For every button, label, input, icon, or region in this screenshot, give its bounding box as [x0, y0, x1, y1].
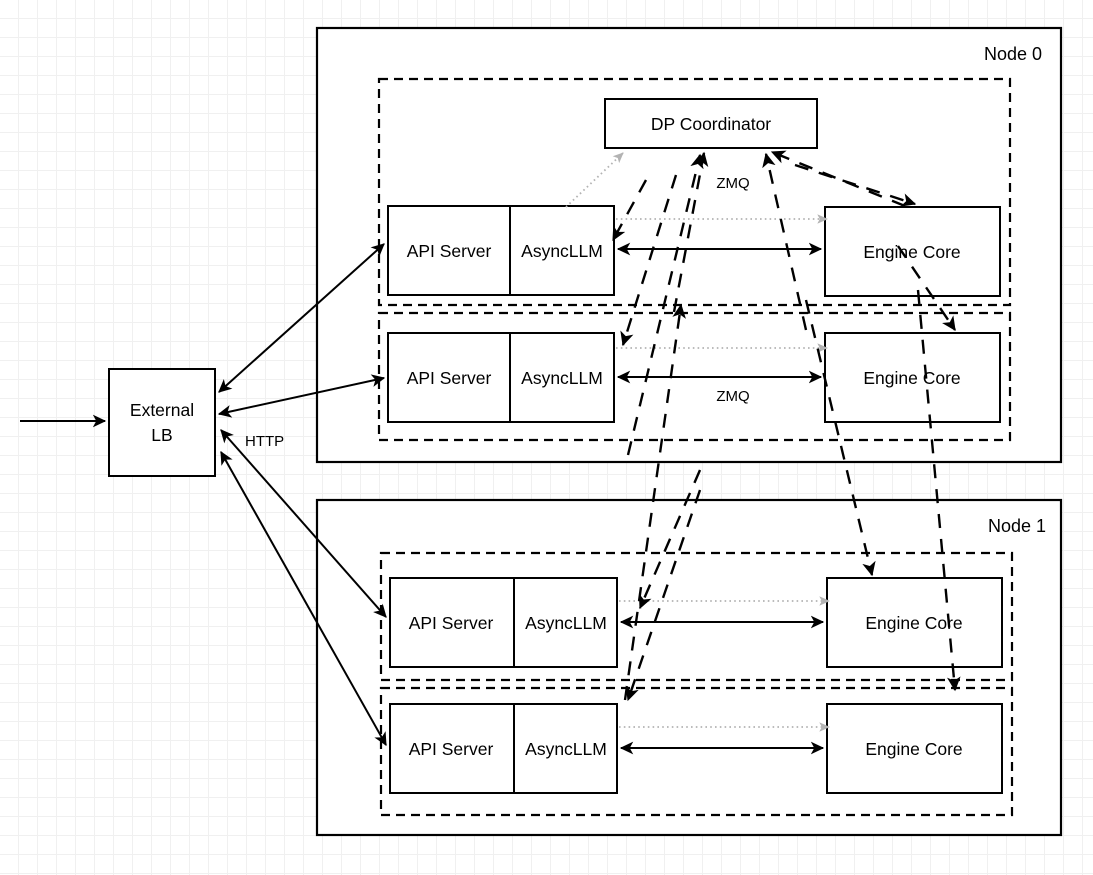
node-1-group-0-container	[379, 551, 1014, 682]
external-lb-label-line1: External	[130, 400, 194, 420]
node-1-label: Node 1	[988, 516, 1046, 536]
edge-dashed-coordinator-to-node0-group0-engine	[794, 163, 917, 207]
node-0-label: Node 0	[984, 44, 1042, 64]
edge-dashed-coordinator-to-node1-group1-engine	[916, 289, 961, 692]
node-1-group-0-engine-core-box[interactable]	[826, 577, 1003, 668]
node-0-group-0-asyncllm-label: AsyncLLM	[521, 241, 603, 261]
edge-dashed-coordinator-to-node1-group0-asyncllm	[638, 469, 702, 610]
node-0-group-1-api-server-label: API Server	[407, 368, 492, 388]
external-lb-box[interactable]	[108, 368, 216, 477]
zmq-label-node0-group0: ZMQ	[716, 175, 749, 192]
zmq-label-node0-group1: ZMQ	[716, 388, 749, 405]
edge-dashed-coordinator-to-node0-group0-asyncllm	[611, 179, 648, 242]
node-1-group-1-asyncllm-label: AsyncLLM	[525, 739, 607, 759]
edge-dotted-asyncllm-to-dp-coordinator	[565, 152, 624, 208]
node-1-group-1-server-box[interactable]	[389, 703, 618, 794]
edge-dashed-node0-group1-asyncllm-to-coordinator	[672, 151, 709, 313]
dp-coordinator-box[interactable]	[604, 98, 818, 149]
edge-dashed-coordinator-to-node0-group1-engine	[897, 245, 956, 332]
edge-lb-to-node0-group0-api-server	[218, 243, 385, 393]
node-0-group-1-server-box[interactable]	[387, 332, 615, 423]
node-0-group-1-asyncllm-label: AsyncLLM	[521, 368, 603, 388]
edge-dashed-coordinator-to-node0-group1-asyncllm	[620, 174, 678, 347]
node-0-group-0-engine-core-box[interactable]	[824, 206, 1001, 297]
node-0-group-0-container	[377, 77, 1012, 307]
http-label: HTTP	[245, 433, 284, 450]
edge-dashed-node1-group0-asyncllm-to-coordinator	[623, 303, 686, 701]
node-1-group-1-container	[379, 686, 1014, 817]
node-1-group-0-api-server-label: API Server	[409, 613, 494, 633]
node-0-group-1-container	[377, 311, 1012, 442]
edge-dashed-coordinator-to-node1-group1-asyncllm	[625, 489, 702, 702]
node-0-group-0-server-box[interactable]	[387, 205, 615, 296]
node-0-group-0-engine-core-label: Engine Core	[863, 242, 960, 262]
edge-dashed-node0-engine-to-coordinator	[626, 153, 704, 456]
node-1-group-0-engine-core-label: Engine Core	[865, 613, 962, 633]
edge-dashed-node0-group1-engine-to-coordinator	[762, 152, 808, 331]
node-1-group-0-server-box[interactable]	[389, 577, 618, 668]
external-lb-label-line2: LB	[151, 425, 172, 445]
node-0-group-1-engine-core-label: Engine Core	[863, 368, 960, 388]
edge-lb-to-node1-group1-api-server	[220, 450, 387, 747]
node-1-group-1-api-server-label: API Server	[409, 739, 494, 759]
edge-lb-to-node0-group1-api-server	[217, 374, 386, 418]
dp-coordinator-label: DP Coordinator	[651, 114, 771, 134]
node-0-group-0-api-server-label: API Server	[407, 241, 492, 261]
node-1-group-1-engine-core-box[interactable]	[826, 703, 1003, 794]
node-1-group-1-engine-core-label: Engine Core	[865, 739, 962, 759]
edge-dashed-coordinator-to-node1-group0-engine	[804, 299, 876, 577]
node-1-group-0-asyncllm-label: AsyncLLM	[525, 613, 607, 633]
